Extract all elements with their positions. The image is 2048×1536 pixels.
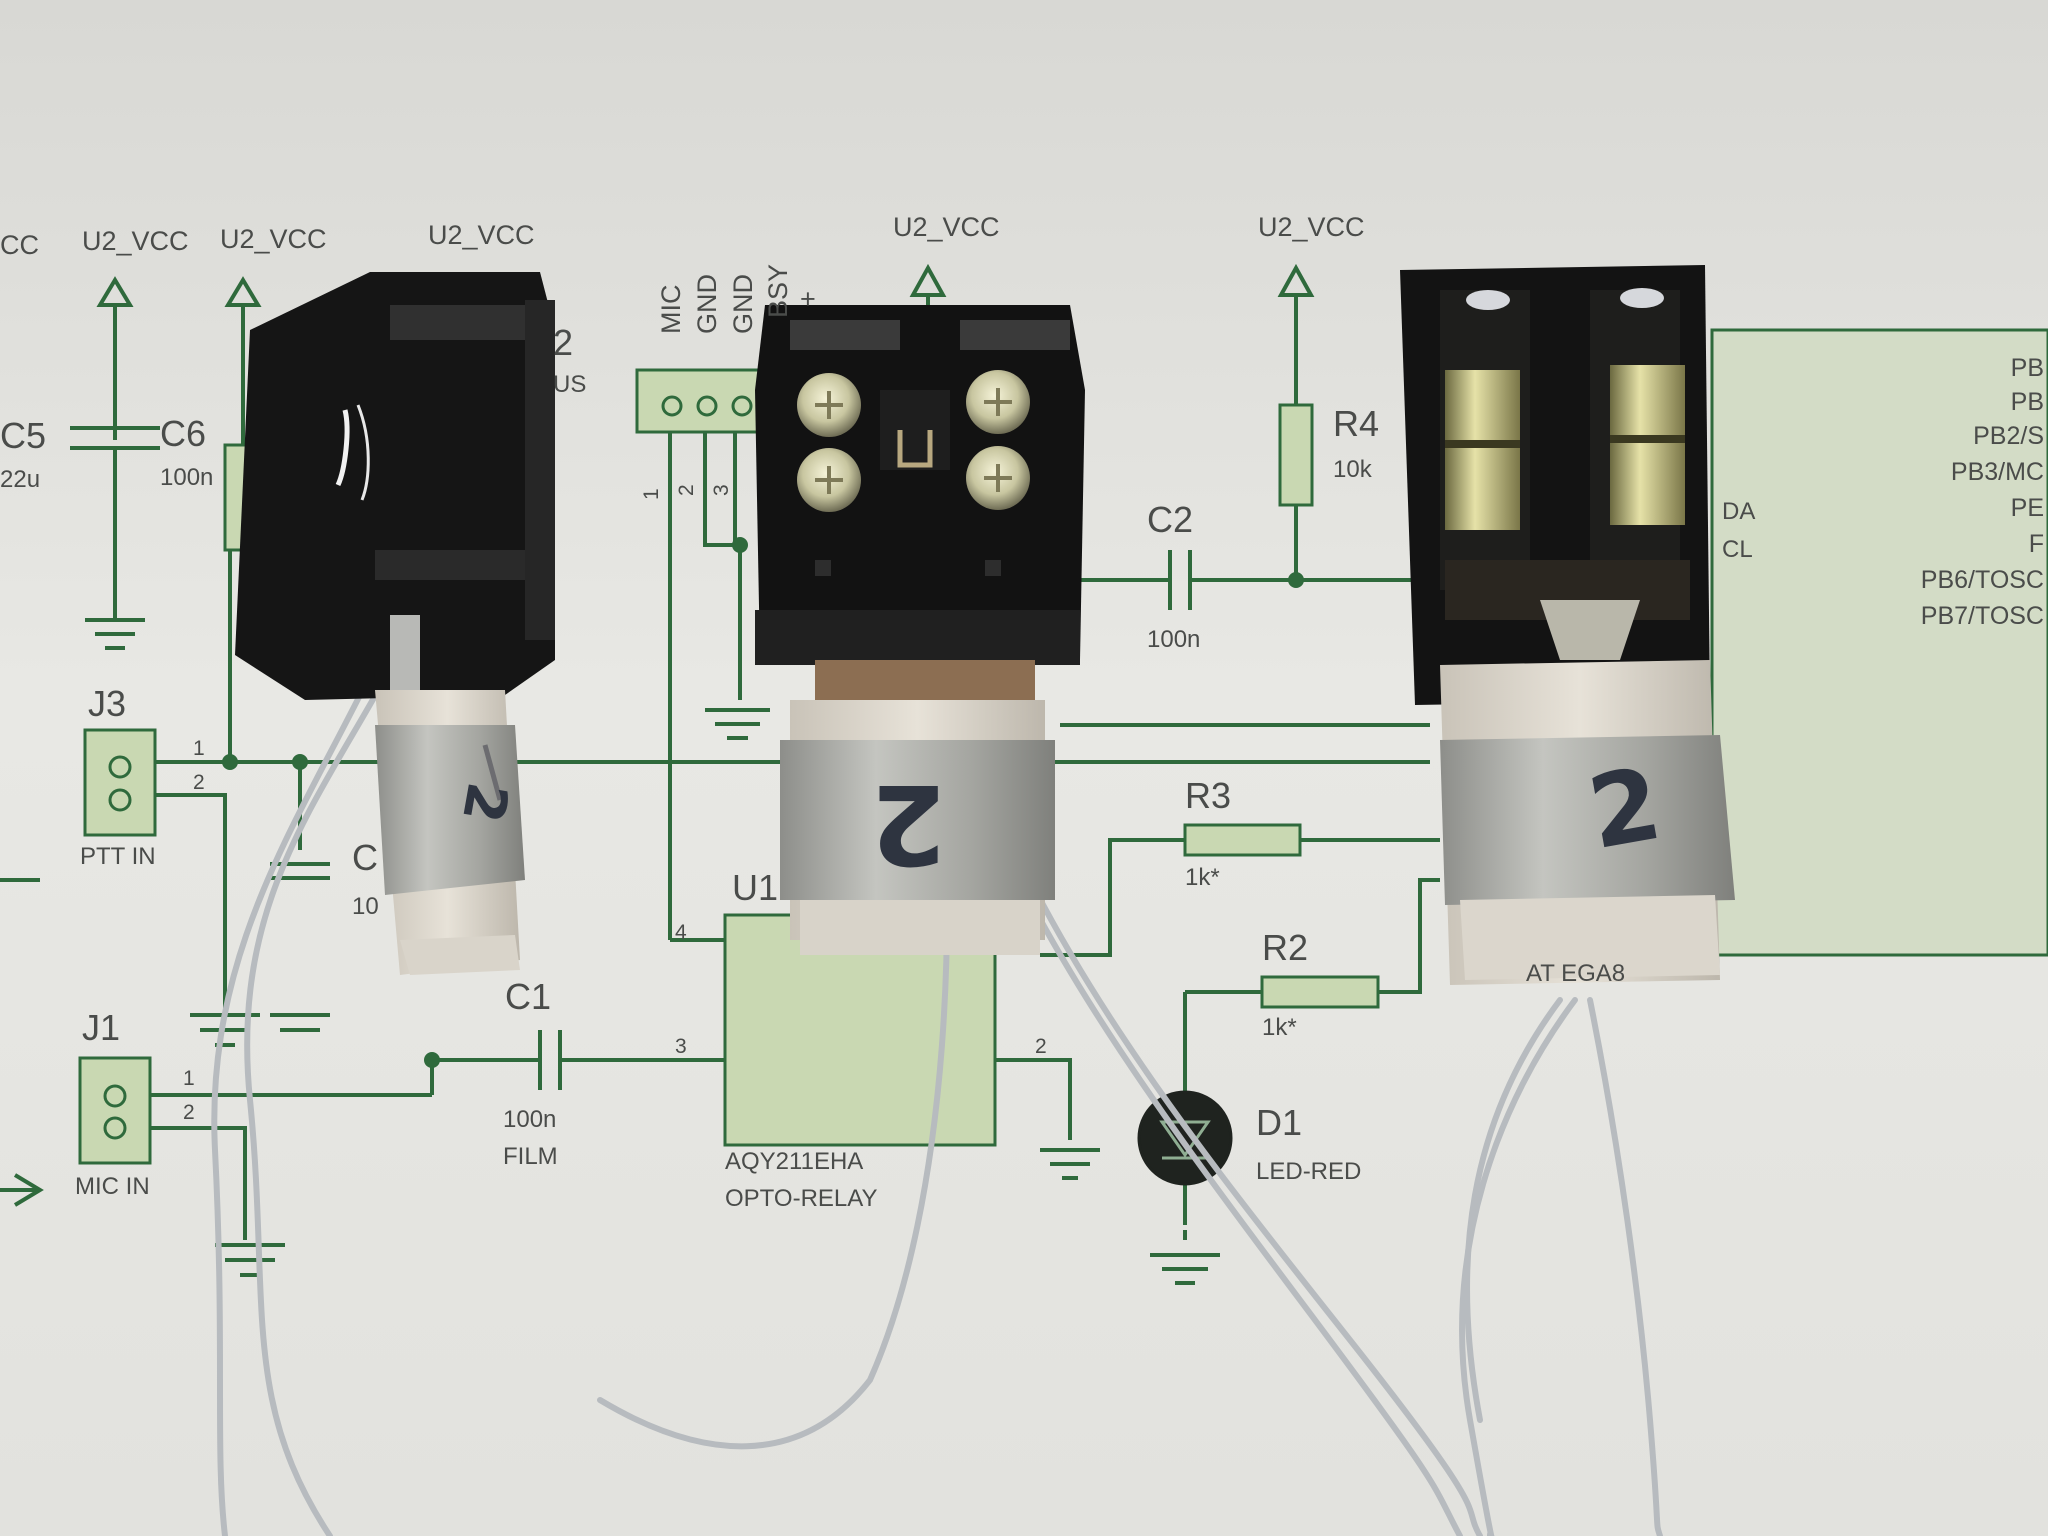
handwritten-mark-2: 2	[870, 760, 947, 888]
d1-ref: D1	[1256, 1102, 1303, 1143]
header-pin-2: 2	[675, 484, 698, 496]
mcu-pin-pb2: PB2/S	[1973, 422, 2044, 450]
c1-note: FILM	[503, 1143, 558, 1170]
r3-ref: R3	[1185, 775, 1232, 816]
mcu-fragment-cl: CL	[1722, 536, 1753, 563]
header-label-gnd-1: GND	[692, 274, 722, 334]
j3-ref: J3	[88, 683, 127, 724]
junction-dots	[222, 537, 1304, 1068]
power-label-u2vcc-5: U2_VCC	[1258, 212, 1365, 242]
mcu-pin-pb4: PE	[2010, 494, 2044, 522]
c-hidden-ref: C	[352, 837, 378, 878]
c-hidden-value: 10	[352, 893, 379, 920]
j3-pin-1: 1	[193, 737, 205, 760]
connector-left	[235, 272, 555, 975]
r4-ref: R4	[1333, 403, 1380, 444]
schematic-components	[78, 328, 2048, 1186]
header-label-bsy: BSY	[763, 263, 793, 318]
c2-ref: C2	[1147, 499, 1194, 540]
header-label-gnd-2: GND	[728, 274, 758, 334]
d1-value: LED-RED	[1256, 1158, 1362, 1185]
j3-name: PTT IN	[80, 843, 156, 870]
c6-value: 100n	[160, 464, 214, 491]
mcu-pin-pb3: PB3/MC	[1950, 458, 2044, 486]
u1-desc: OPTO-RELAY	[725, 1185, 878, 1212]
mcu-ref-partial: AT ЕGA8	[1526, 960, 1626, 987]
c2-value: 100n	[1147, 626, 1201, 653]
power-label-cc: CC	[0, 230, 39, 260]
header-pin-1: 1	[640, 488, 663, 500]
u1-pin-2: 2	[1035, 1035, 1047, 1058]
connector-middle	[755, 305, 1085, 955]
j1-name: MIC IN	[75, 1173, 150, 1200]
j2-ref-partial: 2	[553, 322, 574, 363]
c6-ref: C6	[160, 413, 207, 454]
mcu-pin-pb0: PB	[2010, 354, 2044, 382]
j3-pin-2: 2	[193, 771, 205, 794]
j1-pin-2: 2	[183, 1101, 195, 1124]
c5-value: 22u	[0, 466, 41, 493]
power-label-u2vcc-2: U2_VCC	[220, 224, 327, 254]
mcu-pin-pb6: PB6/TOSC	[1920, 566, 2044, 594]
header-label-plus: +	[800, 284, 816, 314]
power-label-u2vcc-1: U2_VCC	[82, 226, 189, 256]
connector-pads	[103, 395, 753, 1140]
connector-right	[1400, 265, 1735, 985]
r4-value: 10k	[1333, 456, 1372, 483]
j1-pin-1: 1	[183, 1067, 195, 1090]
j1-ref: J1	[82, 1007, 121, 1048]
mcu-pin-pb1: PB	[2010, 388, 2044, 416]
header-pin-3: 3	[710, 484, 733, 496]
mcu-pin-pb7: PB7/TOSC	[1920, 602, 2044, 630]
u1-pin-3: 3	[675, 1035, 687, 1058]
r2-value: 1k*	[1262, 1014, 1297, 1041]
c5-ref: C5	[0, 415, 47, 456]
u1-part: AQY211EHA	[725, 1148, 864, 1175]
u1-ref: U1	[732, 867, 779, 908]
power-label-u2vcc-4: U2_VCC	[893, 212, 1000, 242]
j2-label-partial: US	[553, 371, 587, 398]
mcu-fragment-da: DA	[1722, 498, 1756, 525]
header-label-mic: MIC	[656, 284, 686, 335]
u1-pin-4: 4	[675, 921, 687, 944]
mcu-pin-pb5: F	[2028, 530, 2044, 558]
c1-ref: C1	[505, 976, 552, 1017]
power-label-u2vcc-3: U2_VCC	[428, 220, 535, 250]
c1-value: 100n	[503, 1106, 557, 1133]
r2-ref: R2	[1262, 927, 1309, 968]
r3-value: 1k*	[1185, 864, 1220, 891]
